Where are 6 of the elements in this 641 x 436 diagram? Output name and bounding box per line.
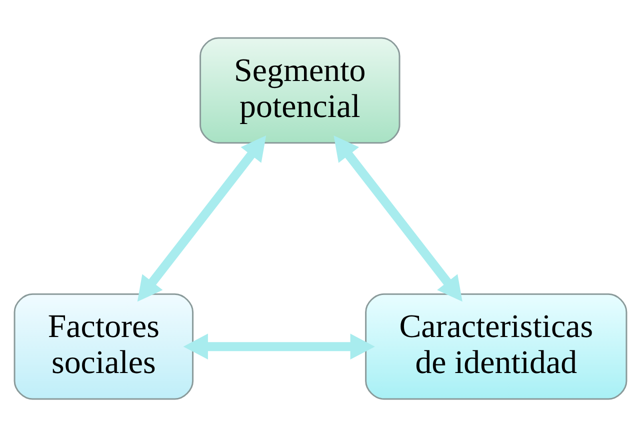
- node-box: Factores sociales: [14, 292, 194, 400]
- node-box: Segmento potencial: [200, 36, 400, 144]
- node-box: Caracteristicas de identidad: [365, 292, 628, 400]
- arrow: [183, 333, 375, 359]
- arrow: [137, 135, 266, 302]
- arrow: [334, 135, 462, 302]
